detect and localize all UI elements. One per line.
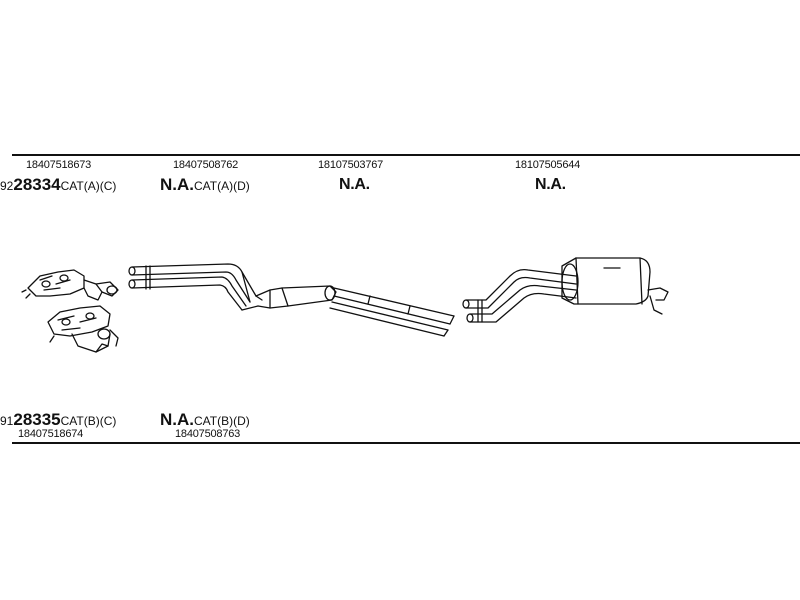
na-label: N.A. (160, 175, 194, 194)
catalytic-converter-b (47, 305, 119, 353)
code-number: 28335 (13, 410, 61, 429)
code-suffix: CAT(A)(D) (194, 179, 250, 193)
component-code-4-top: N.A. (535, 176, 566, 193)
component-code-2-bottom: N.A.CAT(B)(D) (160, 410, 250, 430)
part-number-4-top: 18107505644 (515, 159, 581, 171)
middle-pipe (329, 287, 455, 337)
na-label: N.A. (160, 410, 194, 429)
part-number-1-bottom: 18407518674 (18, 428, 84, 440)
component-code-1-bottom: 9128335CAT(B)(C) (0, 410, 116, 430)
bottom-divider-line (12, 442, 800, 444)
code-suffix: CAT(B)(D) (194, 414, 250, 428)
code-prefix: 91 (0, 414, 14, 428)
center-muffler (241, 285, 337, 311)
component-code-1-top: 9228334CAT(A)(C) (0, 175, 116, 195)
rear-muffler (561, 257, 669, 315)
top-divider-line (12, 154, 800, 156)
code-suffix: CAT(A)(C) (60, 179, 117, 193)
catalytic-converter-a (21, 269, 119, 301)
rear-pipe (462, 268, 577, 323)
code-number: 28334 (13, 175, 61, 194)
component-code-2-top: N.A.CAT(A)(D) (160, 175, 250, 195)
part-number-2-top: 18407508762 (173, 159, 239, 171)
part-number-3-top: 18107503767 (318, 159, 384, 171)
code-suffix: CAT(B)(C) (60, 414, 117, 428)
part-number-2-bottom: 18407508763 (175, 428, 241, 440)
component-code-3-top: N.A. (339, 176, 370, 193)
code-prefix: 92 (0, 179, 14, 193)
front-pipe (128, 263, 263, 311)
part-number-1-top: 18407518673 (26, 159, 92, 171)
